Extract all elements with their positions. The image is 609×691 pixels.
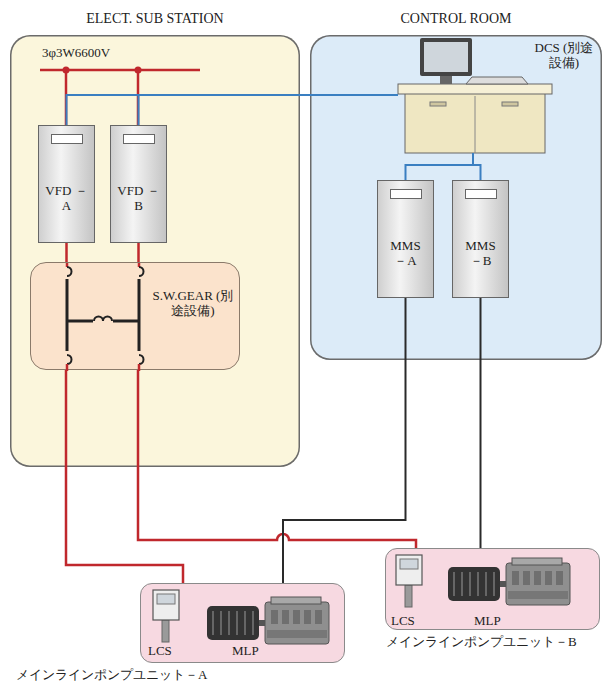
box-label: VFD －B: [116, 184, 161, 214]
box-label: MMS －A: [383, 239, 428, 269]
heading: メインラインポンプユニット－A: [16, 668, 207, 683]
substation-region: ELECT. SUB STATIONVFD －AVFD －BS.W.GEAR (…: [10, 35, 300, 467]
heading: ELECT. SUB STATION: [10, 11, 300, 27]
equipment-label: MLP: [232, 644, 259, 658]
box-label: DCS (別途設備): [529, 41, 599, 71]
mms-cabinet: MMS －B: [452, 180, 509, 298]
mms-cabinet: MMS －A: [377, 180, 434, 298]
dcs-console: DCS (別途設備): [398, 35, 601, 153]
equipment-label: LCS: [391, 614, 415, 628]
vfd-cabinet: VFD －B: [110, 125, 167, 243]
box-label: S.W.GEAR (別途設備): [151, 289, 235, 319]
heading: メインラインポンプユニット－B: [386, 635, 577, 650]
equipment-label: LCS: [148, 644, 172, 658]
box-label: MMS －B: [458, 239, 503, 269]
heading: CONTROL ROOM: [310, 11, 602, 27]
equipment-label: MLP: [474, 614, 501, 628]
box-label: VFD －A: [44, 184, 89, 214]
switchgear-box: S.W.GEAR (別途設備): [30, 262, 240, 370]
vfd-cabinet: VFD －A: [38, 125, 95, 243]
control-room-region: CONTROL ROOMDCS (別途設備)MMS －AMMS －B: [310, 35, 602, 360]
voltage-label: 3φ3W6600V: [42, 46, 110, 60]
